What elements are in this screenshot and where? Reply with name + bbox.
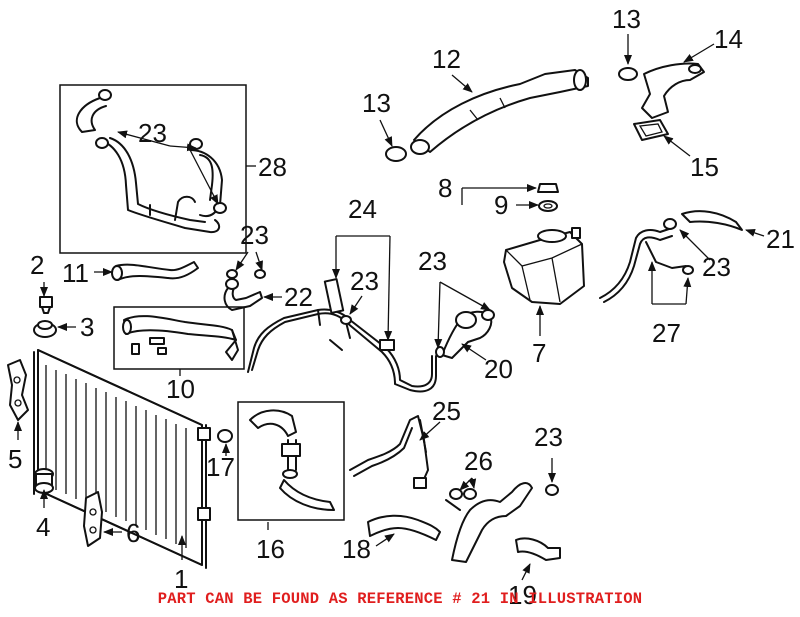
hose-kit-box-16	[237, 401, 345, 521]
callout-1: 1	[174, 564, 188, 594]
mount-bushing-3	[33, 320, 57, 338]
callout-7: 7	[532, 338, 546, 368]
callout-25: 25	[432, 396, 461, 426]
bracket-5	[7, 359, 29, 421]
callout-27: 27	[652, 318, 681, 348]
callout-labels: 1 2 3 4 5 6 7 8 9 10 11 12 13 13 14 15 1…	[8, 4, 795, 610]
callout-12: 12	[432, 44, 461, 74]
clamp-13b	[618, 67, 638, 81]
callout-10: 10	[166, 374, 195, 404]
callout-8: 8	[438, 173, 452, 203]
callout-13a: 13	[362, 88, 391, 118]
callout-23-near-24: 23	[350, 266, 379, 296]
callout-23-lower: 23	[534, 422, 563, 452]
callout-3: 3	[80, 312, 94, 342]
cap-8	[537, 183, 559, 193]
hose-18	[367, 514, 441, 541]
seal-9	[538, 200, 558, 212]
coolant-pipe-27	[599, 218, 694, 303]
callout-23-near-22: 23	[240, 220, 269, 250]
callout-28: 28	[258, 152, 287, 182]
bracket-6	[83, 491, 103, 547]
callout-17: 17	[206, 452, 235, 482]
callout-24: 24	[348, 194, 377, 224]
hose-kit-box-10	[113, 306, 245, 370]
radiator-cap-2	[39, 296, 53, 314]
flange-20	[435, 309, 495, 359]
thermostat-housing-14	[641, 62, 705, 119]
callout-15: 15	[690, 152, 719, 182]
callout-14: 14	[714, 24, 743, 54]
coolant-pipe-26	[445, 482, 533, 563]
hose-kit-box-28	[59, 84, 247, 254]
coolant-pipe-25	[349, 415, 429, 489]
clamp-17	[217, 429, 233, 443]
hose-22	[223, 278, 263, 311]
leader-lines	[14, 34, 765, 581]
coolant-pipe-12	[410, 69, 589, 155]
callout-23-right: 23	[702, 252, 731, 282]
callout-21: 21	[766, 224, 795, 254]
hose-21	[681, 210, 743, 231]
callout-16: 16	[256, 534, 285, 564]
hose-11	[111, 261, 199, 281]
callout-23-near-20: 23	[418, 246, 447, 276]
callout-19: 19	[508, 580, 537, 610]
callout-11: 11	[62, 258, 89, 288]
callout-18: 18	[342, 534, 371, 564]
hose-19	[515, 537, 561, 561]
mount-bushing-4	[34, 468, 54, 494]
callout-2: 2	[30, 250, 44, 280]
callout-23-box28: 23	[138, 118, 167, 148]
coolant-pipe-24	[247, 278, 437, 393]
callout-13b: 13	[612, 4, 641, 34]
callout-5: 5	[8, 444, 22, 474]
callout-20: 20	[484, 354, 513, 384]
gasket-15	[633, 119, 669, 141]
callout-22: 22	[284, 282, 313, 312]
expansion-tank-7	[503, 227, 585, 305]
radiator	[33, 349, 211, 569]
clamp-13a	[385, 146, 407, 162]
callout-9: 9	[494, 190, 508, 220]
callout-26: 26	[464, 446, 493, 476]
callout-4: 4	[36, 512, 50, 542]
callout-6: 6	[126, 518, 140, 548]
reference-footnote: PART CAN BE FOUND AS REFERENCE # 21 IN I…	[157, 590, 643, 608]
clamp-23-lower	[545, 484, 559, 496]
